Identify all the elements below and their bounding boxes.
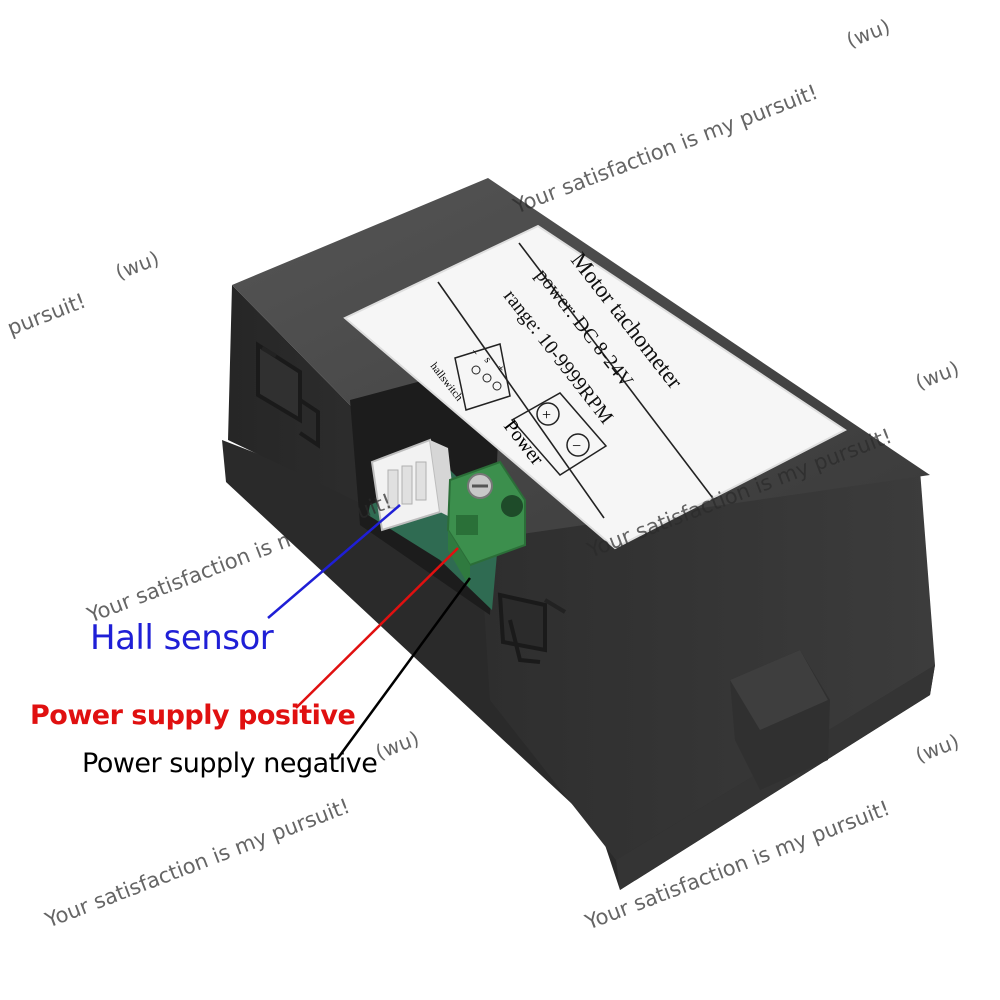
label-rule-1 <box>518 242 713 498</box>
plus-symbol: + <box>542 407 551 424</box>
hall-sensor-label: Hall sensor <box>90 618 274 658</box>
side-latch-front <box>497 592 567 664</box>
power-negative-label: Power supply negative <box>82 748 378 779</box>
spec-label <box>343 224 847 550</box>
side-latch-left <box>256 341 320 449</box>
hall-pin-s: s <box>482 354 494 365</box>
label-rule-2 <box>437 281 605 519</box>
power-positive-line <box>295 547 459 709</box>
power-negative-line <box>336 577 472 759</box>
front-face <box>480 470 935 860</box>
minus-symbol: − <box>572 438 581 455</box>
hall-sensor-line <box>267 504 401 619</box>
power-positive-label: Power supply positive <box>30 700 356 731</box>
power-terminal <box>446 460 526 588</box>
corner-tab-face <box>730 650 828 730</box>
